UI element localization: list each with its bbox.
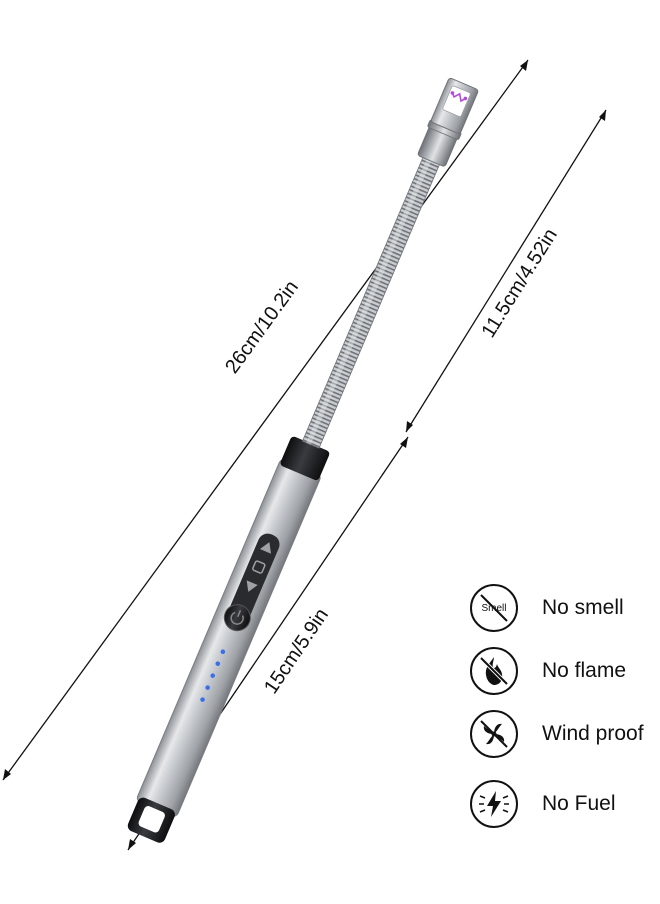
arc-head (430, 77, 479, 134)
hanging-loop (127, 797, 175, 843)
no-flame-icon (470, 647, 518, 695)
feature-wind-proof: Wind proof (470, 708, 660, 760)
arrow-down-icon (246, 580, 258, 592)
feature-no-flame: No flame (470, 645, 660, 697)
feature-label-no-smell: No smell (542, 596, 624, 619)
feature-label-no-flame: No flame (542, 659, 627, 682)
neck-length-arrow (405, 109, 607, 433)
battery-indicator-lights (200, 649, 226, 702)
lock-icon (252, 560, 266, 574)
feature-no-smell: Smell No smell (470, 582, 660, 634)
power-button (223, 604, 251, 632)
wind-proof-icon (470, 710, 518, 758)
total-length-arrow (2, 59, 529, 781)
feature-label-wind-proof: Wind proof (542, 722, 644, 745)
no-smell-icon: Smell (470, 584, 518, 632)
no-fuel-icon (470, 780, 518, 828)
arrow-up-icon (259, 542, 271, 554)
feature-no-fuel: No Fuel (470, 778, 660, 830)
feature-label-no-fuel: No Fuel (542, 792, 616, 815)
